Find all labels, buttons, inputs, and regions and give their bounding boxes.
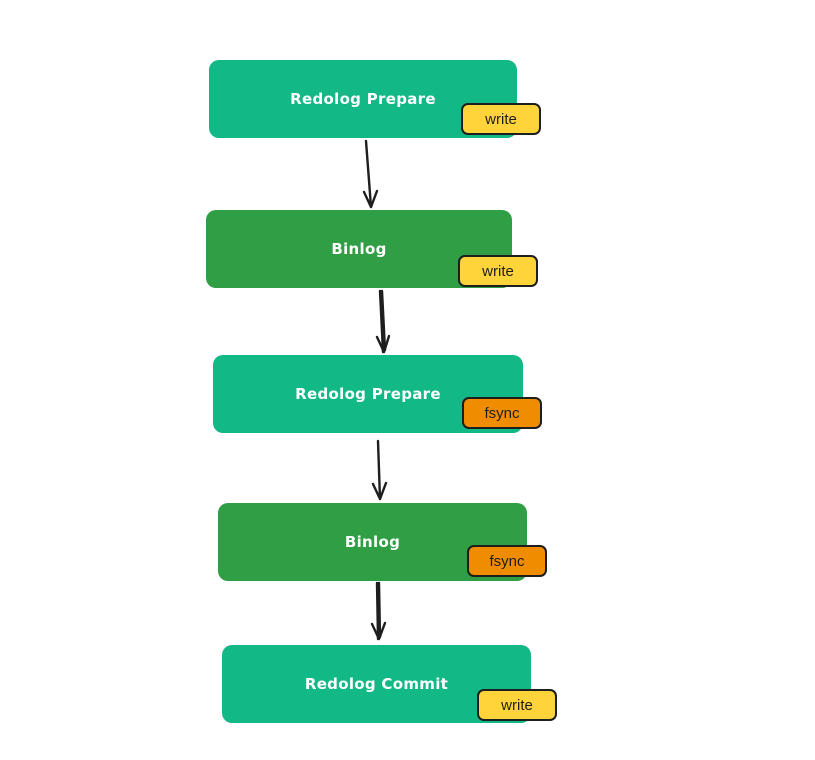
step-label: Binlog — [331, 240, 387, 258]
arrow-4 — [370, 581, 387, 641]
step-label: Redolog Prepare — [295, 385, 441, 403]
step-label: Redolog Prepare — [290, 90, 436, 108]
write-badge: write — [477, 689, 557, 721]
arrow-1 — [362, 139, 379, 209]
fsync-badge: fsync — [462, 397, 542, 429]
step-label: Binlog — [344, 533, 401, 551]
write-badge: write — [461, 103, 541, 135]
fsync-badge: fsync — [467, 545, 547, 577]
write-badge: write — [458, 255, 538, 287]
arrow-3 — [371, 439, 388, 501]
step-label: Redolog Commit — [304, 675, 449, 693]
arrow-2 — [375, 289, 391, 354]
